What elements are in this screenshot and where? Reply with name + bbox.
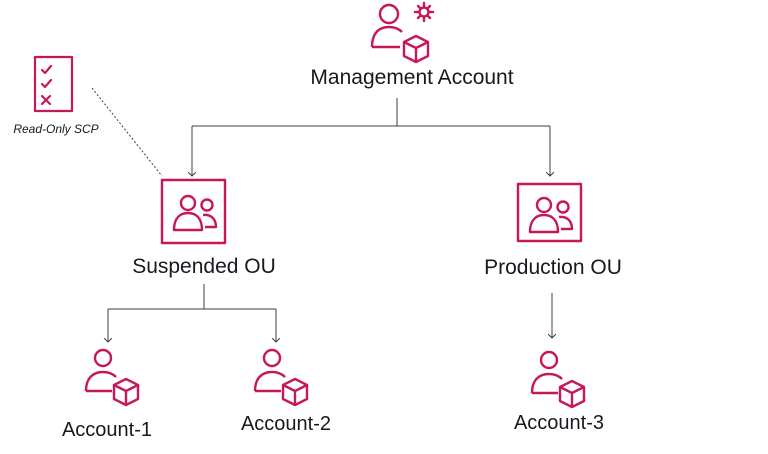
- checklist-icon: [33, 55, 74, 113]
- account-2-label: Account-2: [240, 413, 332, 435]
- read-only-scp-label: Read-Only SCP: [13, 122, 99, 136]
- user-box-icon: [84, 348, 140, 407]
- user-box-icon: [530, 350, 586, 409]
- production-ou-label: Production OU: [484, 256, 622, 279]
- user-gear-box-icon: [370, 1, 435, 64]
- ou-users-icon: [516, 182, 583, 243]
- suspended-ou-label: Suspended OU: [132, 255, 276, 278]
- connector-lines: [91, 87, 552, 342]
- policy-attachment-dashed-line: [91, 87, 163, 177]
- user-box-icon: [253, 348, 309, 407]
- management-account-label: Management Account: [310, 66, 514, 89]
- account-1-label: Account-1: [61, 419, 153, 441]
- account-3-label: Account-3: [513, 412, 605, 434]
- ou-users-icon: [160, 178, 227, 245]
